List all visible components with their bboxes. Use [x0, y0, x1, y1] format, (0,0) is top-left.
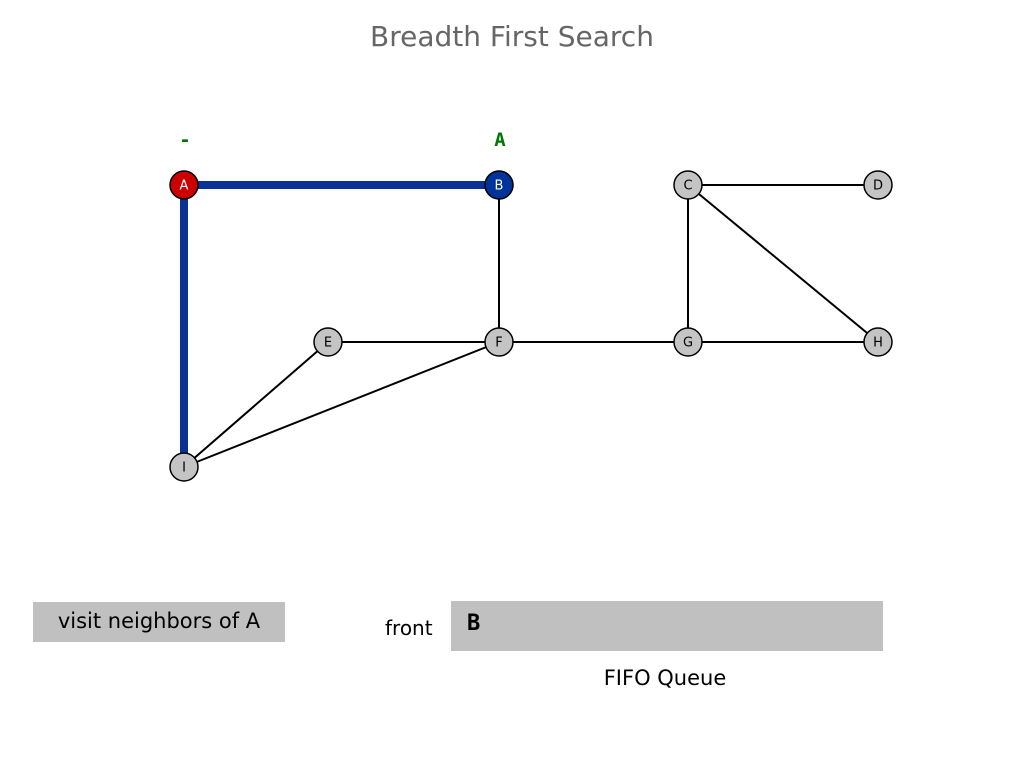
node-A: A: [169, 170, 199, 200]
page-title: Breadth First Search: [370, 20, 654, 53]
node-label-B: B: [495, 179, 504, 194]
node-circle-G: [673, 327, 703, 357]
edge-E-I: [183, 341, 329, 468]
node-label-A: A: [180, 179, 189, 194]
parent-label-A: -: [179, 129, 190, 151]
status-message: visit neighbors of A: [33, 602, 285, 642]
edge-C-H: [687, 184, 879, 343]
node-circle-F: [484, 327, 514, 357]
queue-caption: FIFO Queue: [603, 666, 727, 690]
node-E: E: [313, 327, 343, 357]
node-H: H: [863, 327, 893, 357]
node-label-E: E: [324, 336, 332, 351]
node-label-H: H: [873, 336, 883, 351]
node-circle-D: [863, 170, 893, 200]
node-label-F: F: [495, 336, 502, 351]
node-label-I: I: [182, 461, 186, 476]
node-label-D: D: [873, 179, 883, 194]
node-D: D: [863, 170, 893, 200]
node-circle-I: [169, 452, 199, 482]
parent-label-B: A: [494, 129, 506, 151]
node-label-C: C: [683, 179, 692, 194]
node-C: C: [673, 170, 703, 200]
fifo-queue: B: [451, 601, 883, 651]
queue-item: B: [467, 611, 481, 636]
node-circle-E: [313, 327, 343, 357]
node-I: I: [169, 452, 199, 482]
node-label-G: G: [683, 336, 693, 351]
node-circle-C: [673, 170, 703, 200]
edge-F-I: [183, 341, 500, 468]
node-circle-A: [169, 170, 199, 200]
node-circle-H: [863, 327, 893, 357]
node-B: B: [484, 170, 514, 200]
node-G: G: [673, 327, 703, 357]
node-circle-B: [484, 170, 514, 200]
queue-front-label: front: [385, 616, 433, 640]
node-F: F: [484, 327, 514, 357]
